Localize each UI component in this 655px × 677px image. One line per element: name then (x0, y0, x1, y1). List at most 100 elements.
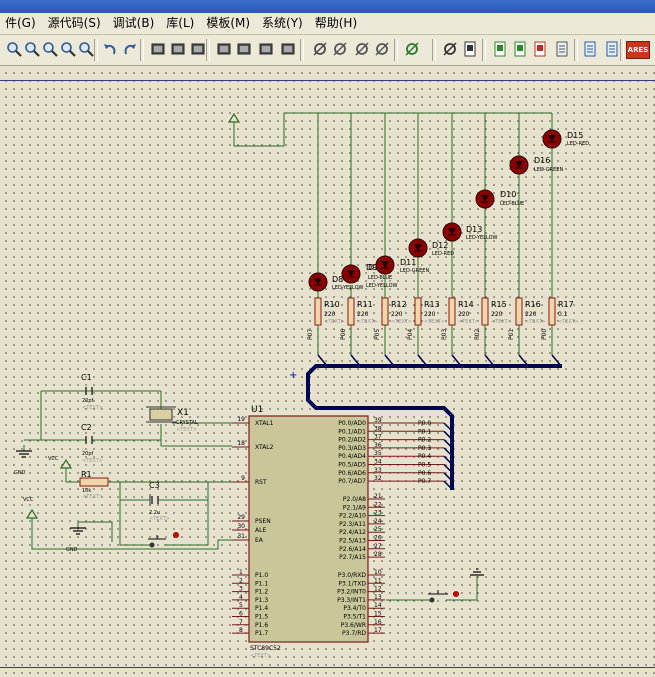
zoom-in-icon[interactable] (22, 39, 42, 59)
resistor-r1-ref: R1 (81, 470, 92, 479)
menu-design[interactable]: 件(G) (5, 16, 36, 30)
bus-entry (443, 463, 453, 474)
toolbar: ARES (0, 35, 655, 66)
pin-number: 27 (374, 543, 382, 550)
pin-name: P1.4 (255, 605, 268, 612)
bill-of-materials-icon[interactable] (552, 39, 572, 59)
int-button-contact (429, 597, 435, 603)
pin-number: 37 (374, 434, 382, 441)
menu-debug[interactable]: 调试(B) (112, 16, 155, 30)
schematic-canvas[interactable] (0, 66, 655, 677)
gnd-wire (78, 521, 113, 542)
pin-name: P1.1 (255, 580, 268, 587)
net-label-p07: P07 (307, 329, 314, 340)
window-title-strip (0, 0, 655, 13)
toolbar-separator (300, 39, 304, 61)
block-copy-icon[interactable] (214, 39, 234, 59)
pin-number: 13 (374, 594, 382, 601)
resistor-ref: R13 (424, 300, 440, 309)
menu-bar: 件(G) 源代码(S) 调试(B) 库(L) 模板(M) 系统(Y) 帮助(H) (0, 13, 655, 35)
block-rotate-icon[interactable] (256, 39, 276, 59)
pin-number: 29 (237, 514, 245, 521)
pin-name: P0.1/AD1 (338, 428, 366, 435)
resistor-value: 220 (491, 311, 503, 318)
pin-number: 8 (239, 627, 243, 634)
pin-number: 7 (239, 619, 243, 626)
cap-c1-value: 20pf (82, 398, 94, 404)
pin-name: P1.7 (255, 630, 268, 637)
gnd-label: GND (66, 547, 78, 553)
pin-name: PSEN (255, 518, 271, 525)
pin-number: 15 (374, 611, 382, 618)
led-type: LED-RED (567, 141, 589, 147)
vcc-label: VCC (48, 456, 59, 462)
zoom-area-icon[interactable] (58, 39, 78, 59)
resistor-r16 (515, 297, 523, 326)
text-placeholder: <TEXT> (82, 458, 103, 464)
led-symbol (548, 135, 556, 142)
netlist-ares-icon[interactable] (602, 39, 622, 59)
make-device-icon[interactable] (330, 39, 350, 59)
goto-sheet-icon[interactable] (530, 39, 550, 59)
resistor-ref: R11 (357, 300, 373, 309)
cap-c3-ref: C3 (149, 481, 160, 490)
toolbar-separator (206, 39, 210, 61)
bus-entry (443, 439, 453, 449)
led-type: LED-YELLOW (332, 285, 364, 291)
pin-name: P2.2/A10 (339, 513, 366, 520)
led-ref: D15 (567, 131, 583, 140)
block-delete-icon[interactable] (278, 39, 298, 59)
bus-entry (443, 430, 453, 440)
paste-icon[interactable] (188, 39, 208, 59)
pin-name: P3.4/T0 (343, 605, 366, 612)
menu-template[interactable]: 模板(M) (206, 16, 251, 30)
menu-system[interactable]: 系统(Y) (262, 16, 303, 30)
ares-button[interactable]: ARES (626, 41, 650, 59)
property-assign-icon[interactable] (460, 39, 480, 59)
net-label-p06: P0.6 (418, 470, 431, 477)
pin-name: P1.2 (255, 589, 268, 596)
pick-device-icon[interactable] (310, 39, 330, 59)
menu-library[interactable]: 库(L) (166, 16, 195, 30)
pin-number: 6 (239, 611, 243, 618)
net-label-p02: P0.2 (418, 437, 431, 444)
decompose-icon[interactable] (372, 39, 392, 59)
search-tag-icon[interactable] (440, 39, 460, 59)
block-move-icon[interactable] (234, 39, 254, 59)
pin-name: XTAL1 (255, 420, 274, 427)
redo-icon[interactable] (120, 39, 140, 59)
text-placeholder: <TEXT> (82, 405, 103, 411)
wire-autorouter-icon[interactable] (402, 39, 422, 59)
pin-name: P2.6/A14 (339, 546, 366, 553)
new-sheet-icon[interactable] (490, 39, 510, 59)
text-placeholder: <TEXT> (82, 494, 103, 500)
menu-source[interactable]: 源代码(S) (47, 16, 101, 30)
zoom-all-icon[interactable] (4, 39, 24, 59)
resistor-r12 (381, 297, 389, 326)
packaging-icon[interactable] (352, 39, 372, 59)
pin-name: P3.5/T1 (343, 614, 366, 621)
pin-name: P3.6/WR (341, 622, 366, 629)
led-symbol (314, 278, 322, 285)
net-label-p05: P05 (374, 329, 381, 340)
undo-icon[interactable] (100, 39, 120, 59)
pin-name: XTAL2 (255, 444, 274, 451)
text-placeholder: <TEXT> (176, 427, 197, 433)
electrical-check-icon[interactable] (580, 39, 600, 59)
pin-name: P2.3/A11 (339, 521, 366, 528)
pin-number: 17 (374, 627, 382, 634)
pin-name: P3.0/RXD (338, 572, 366, 579)
resistor-r1-value: 10k (82, 488, 91, 494)
menu-help[interactable]: 帮助(H) (314, 16, 358, 30)
copy-icon[interactable] (168, 39, 188, 59)
net-label-p05: P0.5 (418, 462, 431, 469)
delete-sheet-icon[interactable] (510, 39, 530, 59)
cut-icon[interactable] (148, 39, 168, 59)
pin-number: 21 (374, 493, 382, 500)
resistor-r1 (79, 477, 109, 487)
pin-number: 36 (374, 442, 382, 449)
zoom-fit-icon[interactable] (76, 39, 96, 59)
pin-name: P3.2/INT0 (337, 589, 366, 596)
zoom-out-icon[interactable] (40, 39, 60, 59)
pin-number: 19 (237, 416, 245, 423)
